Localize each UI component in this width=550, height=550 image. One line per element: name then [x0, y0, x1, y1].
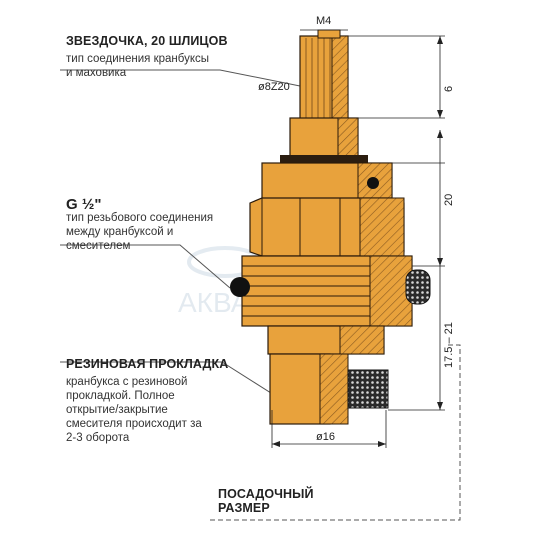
leader-seat — [210, 344, 461, 521]
leader-lines — [60, 69, 461, 521]
callout-spline-desc: тип соединения кранбуксы и маховика — [66, 52, 209, 80]
callout-thread-desc-line1: тип резьбового соединения — [66, 212, 214, 224]
callout-spline-desc-line1: тип соединения кранбуксы — [66, 53, 210, 65]
callout-thread-desc: тип резьбового соединения между кранбукс… — [66, 211, 213, 253]
callout-spline-desc-line2: и маховика — [66, 67, 127, 79]
threaded-section — [230, 255, 431, 327]
dim-len-mid: 20 — [443, 194, 455, 206]
top-washer — [280, 155, 368, 163]
dim-m4: M4 — [316, 15, 331, 27]
callout-gasket-title: РЕЗИНОВАЯ ПРОКЛАДКА — [66, 357, 229, 371]
callout-thread-desc-line3: смесителем — [66, 240, 131, 252]
stem-neck-section — [337, 117, 359, 159]
callout-gasket-desc: кранбукса с резиновой прокладкой. Полное… — [66, 375, 202, 445]
leader-gasket — [60, 361, 283, 401]
dimension-lines — [271, 29, 445, 448]
dimension-arrows — [272, 36, 443, 447]
dim-spline-diam: ø8Z20 — [258, 81, 290, 93]
spline-stem — [299, 29, 349, 129]
callout-thread-desc-line2: между кранбуксой и — [66, 226, 174, 238]
rubber-gasket — [347, 369, 389, 409]
dim-len-top: 6 — [443, 86, 455, 92]
callout-gasket-desc-line5: 2-3 оборота — [66, 432, 130, 444]
upper-body — [261, 162, 393, 220]
o-ring-left — [230, 277, 250, 297]
callout-gasket-desc-line4: смесителя происходит за — [66, 418, 202, 430]
callout-gasket-desc-line2: прокладкой. Полное — [66, 390, 175, 402]
callout-gasket-desc-line3: открытие/закрытие — [66, 404, 168, 416]
callout-seat-title-line2: РАЗМЕР — [218, 501, 270, 515]
lower-body — [267, 325, 389, 425]
callout-spline-title: ЗВЕЗДОЧКА, 20 ШЛИЦОВ — [66, 34, 228, 48]
callout-seat-title: ПОСАДОЧНЫЙ РАЗМЕР — [218, 487, 314, 515]
callout-seat-title-line1: ПОСАДОЧНЫЙ — [218, 487, 314, 501]
dim-len-bottom: 17.5 – 21 — [443, 322, 455, 368]
hex-nut — [249, 197, 405, 257]
o-ring-right — [405, 269, 431, 305]
leader-thread — [60, 244, 231, 289]
leader-spline — [60, 69, 301, 87]
dim-base-diam: ø16 — [316, 431, 335, 443]
callout-thread-title: G ½" — [66, 196, 102, 213]
callout-gasket-desc-line1: кранбукса с резиновой — [66, 376, 188, 388]
